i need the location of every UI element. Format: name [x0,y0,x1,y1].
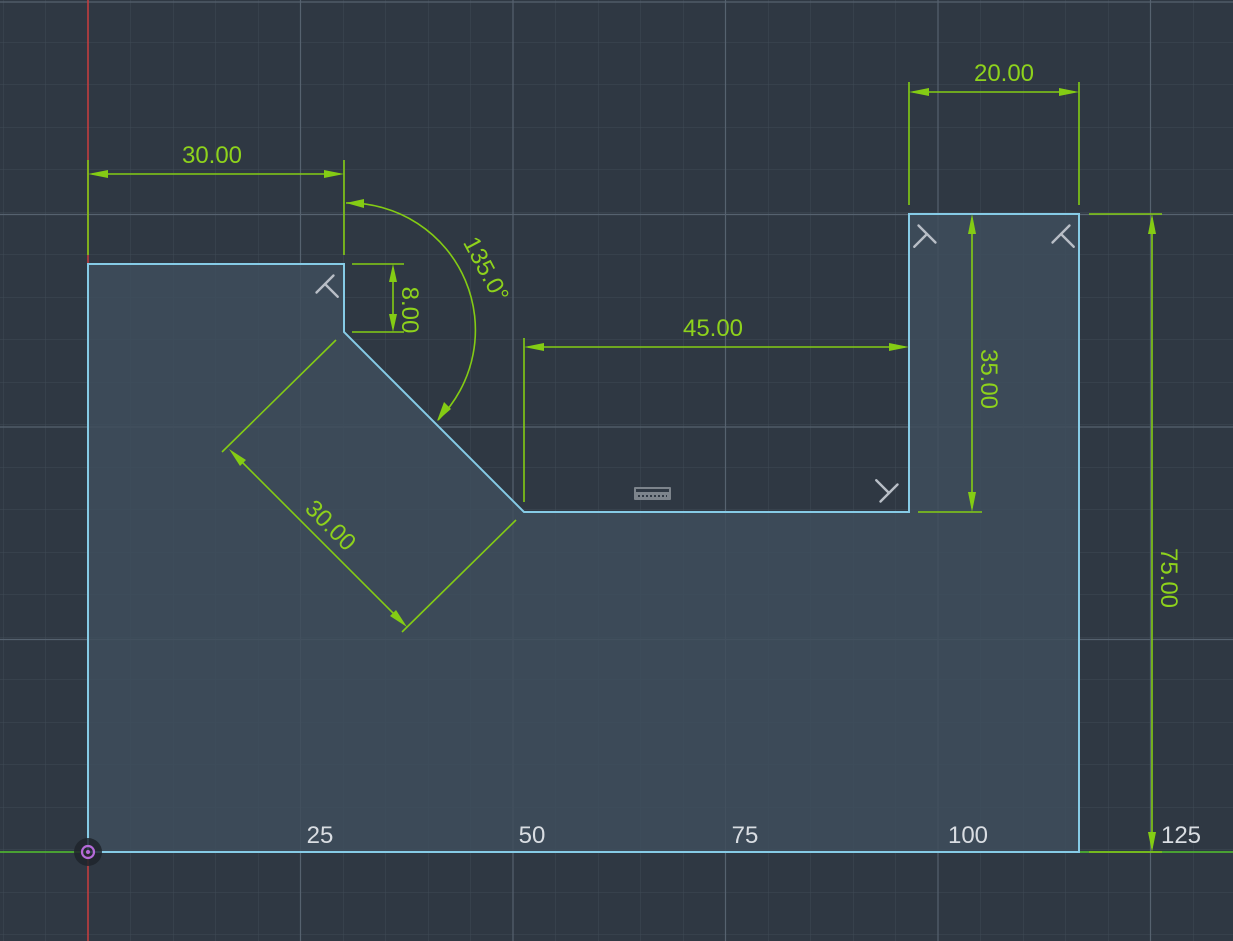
dimension-label[interactable]: 8.00 [396,287,423,334]
axis-tick-label: 25 [307,822,334,849]
dimension-notch-depth[interactable]: 8.00 [352,263,423,334]
dimension-label[interactable]: 45.00 [683,315,743,342]
dimension-slot-width[interactable]: 45.00 [523,315,909,502]
axis-tick-label: 125 [1161,822,1201,849]
dimension-label[interactable]: 30.00 [182,142,242,169]
perpendicular-constraint-icon[interactable] [906,224,937,256]
dimension-tab-width[interactable]: 20.00 [908,60,1080,205]
perpendicular-constraint-icon[interactable] [315,274,347,306]
axis-tick-label: 75 [732,822,759,849]
dimension-tab-height[interactable]: 35.00 [918,214,1002,513]
horizontal-constraint-icon[interactable] [634,487,671,500]
axis-tick-label: 50 [519,822,546,849]
perpendicular-constraint-icon[interactable] [1051,224,1083,256]
dimension-top-left-width[interactable]: 30.00 [87,142,345,255]
dimension-label[interactable]: 35.00 [975,349,1002,409]
origin-icon[interactable] [74,838,102,866]
perpendicular-constraint-icon[interactable] [868,472,899,503]
axis-tick-label: 100 [948,822,988,849]
dimension-overall-height[interactable]: 75.00 [1089,213,1182,853]
sketch-profile[interactable] [87,213,1080,853]
dimension-label[interactable]: 20.00 [974,60,1034,87]
dimension-label[interactable]: 75.00 [1155,548,1182,608]
